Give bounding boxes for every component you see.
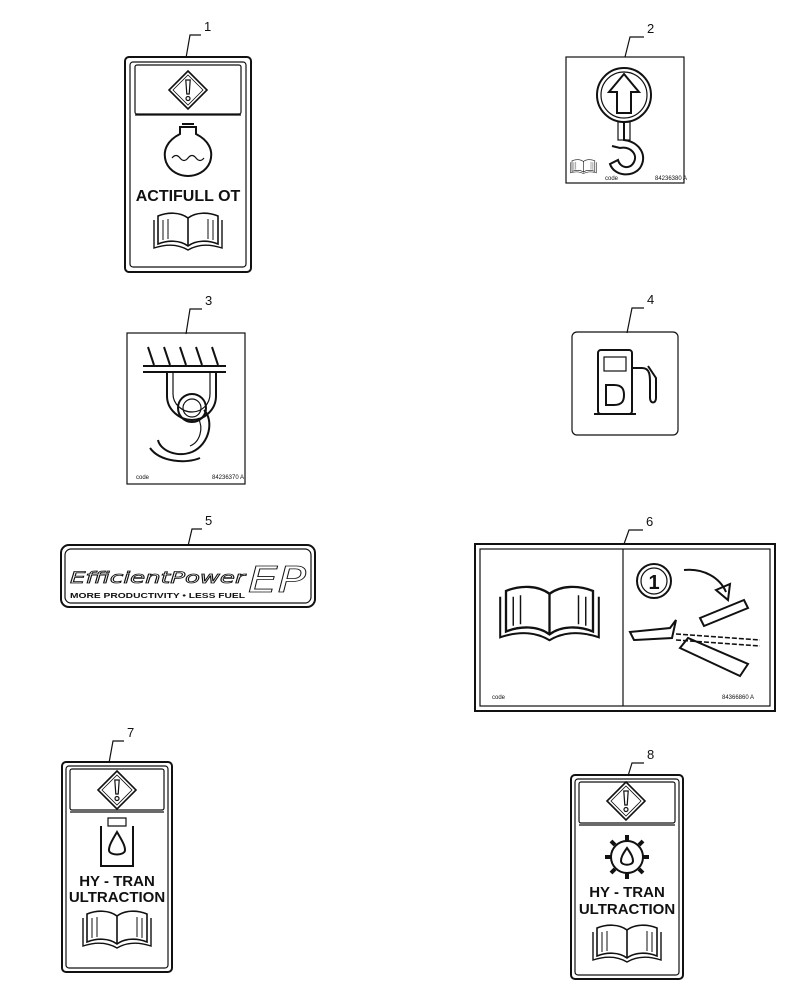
hook-icon	[608, 121, 645, 176]
swing-arrow-icon	[683, 568, 732, 602]
decal-1-text: ACTIFULL OT	[136, 188, 241, 205]
fluid-reservoir-icon	[100, 817, 134, 867]
warning-icon	[606, 781, 646, 821]
leader-line-7	[108, 740, 124, 764]
decal-8-line2: ULTRACTION	[579, 901, 675, 918]
manual-book-icon	[592, 924, 662, 963]
decal-6-frame	[474, 543, 776, 712]
warning-icon	[97, 770, 137, 810]
decal-8-frame	[570, 774, 684, 980]
leader-line-6	[623, 529, 643, 545]
decal-3-code: code	[136, 475, 150, 481]
manual-book-icon	[82, 910, 152, 949]
decal-6: 6 1 code 84366860 A	[474, 514, 776, 712]
leader-line-3	[185, 308, 202, 335]
decal-7: 7 HY - TRAN ULTRACTION	[61, 725, 173, 973]
step-number: 1	[648, 572, 659, 594]
tie-down-icon	[143, 346, 226, 463]
manual-book-icon	[499, 585, 600, 642]
reservoir-icon	[163, 123, 213, 178]
leader-line-2	[624, 36, 644, 58]
callout-6: 6	[646, 514, 653, 529]
decal-2-part: 84236380 A	[655, 176, 687, 182]
callout-4: 4	[647, 292, 654, 307]
decal-3-part: 84236370 A	[212, 475, 244, 481]
diesel-fuel-pump-icon	[594, 349, 657, 415]
decal-6-part: 84366860 A	[722, 695, 754, 701]
step-number-icon: 1	[636, 563, 672, 599]
callout-5: 5	[205, 513, 212, 528]
efficient-power-tagline: MORE PRODUCTIVITY • LESS FUEL	[70, 593, 246, 600]
efficient-power-brand: EfficientPower	[70, 568, 247, 587]
decal-2-code: code	[605, 176, 619, 182]
gear-oil-icon	[605, 835, 649, 879]
decal-3: 3 code 84236370 A	[126, 293, 246, 485]
manual-book-icon	[570, 159, 597, 174]
warning-icon	[168, 70, 208, 110]
decal-3-frame	[126, 332, 246, 485]
decal-7-line2: ULTRACTION	[69, 889, 165, 906]
linkage-icon	[628, 598, 761, 678]
decal-2: 2 code 84236380 A	[565, 21, 687, 184]
ep-logo-icon: EP	[248, 560, 306, 601]
decal-2-frame	[565, 56, 685, 184]
leader-line-8	[627, 762, 644, 777]
decal-7-line1: HY - TRAN	[79, 873, 155, 890]
decal-7-frame	[61, 761, 173, 973]
callout-8: 8	[647, 747, 654, 762]
callout-1: 1	[204, 19, 211, 34]
leader-line-1	[185, 34, 201, 59]
decal-1: 1 ACTIFULL OT	[124, 19, 252, 273]
decal-1-frame	[124, 56, 252, 273]
decal-8: 8 HY - TRAN ULTRACTION	[570, 747, 684, 980]
decal-5: 5 EfficientPower MORE PRODUCTIVITY • LES…	[60, 513, 316, 608]
callout-7: 7	[127, 725, 134, 740]
callout-3: 3	[205, 293, 212, 308]
decal-4: 4	[571, 292, 679, 436]
decal-6-code: code	[492, 695, 506, 701]
callout-2: 2	[647, 21, 654, 36]
manual-book-icon	[153, 212, 223, 251]
decal-8-line1: HY - TRAN	[589, 884, 665, 901]
decal-4-frame	[571, 331, 679, 436]
leader-line-4	[626, 307, 644, 334]
leader-line-5	[187, 528, 202, 547]
decal-5-frame	[60, 544, 316, 608]
lift-arrow-icon	[596, 67, 652, 123]
